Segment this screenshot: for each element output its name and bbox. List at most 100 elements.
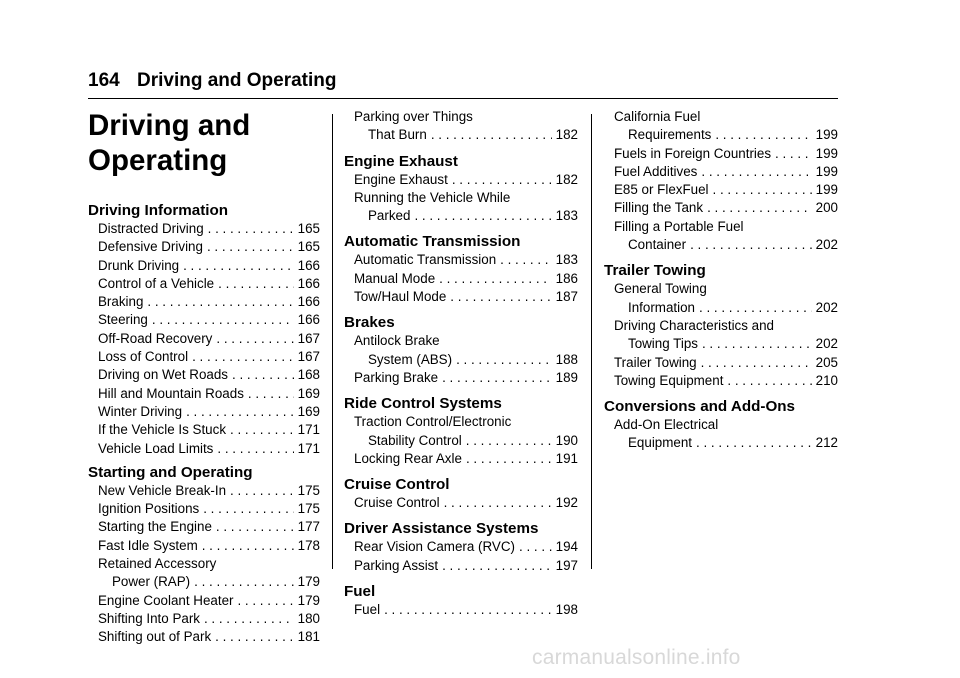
toc-entry-text: Running the Vehicle While: [354, 189, 511, 205]
dot-leader: [208, 220, 294, 238]
chapter-title-line-1: Driving and: [88, 109, 251, 142]
dot-leader: [237, 592, 293, 610]
dot-leader: [431, 126, 552, 144]
toc-entry: Driving on Wet Roads168: [88, 366, 320, 384]
dot-leader: [466, 450, 552, 468]
toc-page-number: 166: [297, 294, 320, 310]
toc-entry-text: Power (RAP): [112, 574, 191, 590]
dot-leader: [696, 434, 812, 452]
toc-entry: Engine Exhaust 182: [344, 171, 578, 189]
column-divider-1: [332, 114, 333, 569]
toc-entry-text: Engine Exhaust: [354, 171, 448, 187]
toc-entry-text: Defensive Driving: [98, 239, 203, 255]
dot-leader: [690, 236, 812, 254]
toc-entry-text: California Fuel: [614, 109, 701, 124]
toc-page-number: 191: [555, 450, 578, 466]
dot-leader: [444, 494, 552, 512]
toc-entry-text: Winter Driving: [98, 403, 183, 419]
toc-entry-text: Locking Rear Axle: [354, 450, 462, 466]
dot-leader: [147, 293, 293, 311]
dot-leader: [702, 335, 812, 353]
toc-page-number: 175: [297, 501, 320, 517]
toc-page-number: 188: [555, 351, 578, 367]
toc-entry: Drunk Driving 166: [88, 257, 320, 275]
toc-entry: Towing Tips202: [604, 335, 838, 353]
toc-entry: If the Vehicle Is Stuck 171: [88, 421, 320, 439]
toc-page-number: 200: [815, 200, 838, 216]
toc-page-number: 182: [555, 171, 578, 187]
toc-entry-text: Off-Road Recovery: [98, 330, 213, 346]
toc-page-number: 190: [555, 432, 578, 448]
toc-entry-text: Parked: [368, 208, 411, 224]
toc-entry-text: If the Vehicle Is Stuck: [98, 422, 227, 438]
toc-entry-text: Retained Accessory: [98, 556, 217, 572]
toc-entry: E85 or FlexFuel199: [604, 181, 838, 199]
toc-page-number: 194: [555, 539, 578, 555]
toc-column-1: Driving and Operating Driving Informatio…: [88, 108, 320, 647]
toc-page-number: 183: [555, 252, 578, 268]
header-title: Driving and Operating: [136, 70, 337, 91]
header-rule: [88, 98, 838, 100]
toc-entry: Vehicle Load Limits171: [88, 440, 320, 458]
toc-entry: Tow/Haul Mode187: [344, 288, 578, 306]
dot-leader: [216, 518, 294, 536]
toc-page-number: 212: [815, 435, 838, 451]
dot-leader: [384, 601, 552, 619]
dot-leader: [414, 207, 551, 225]
toc-entry-text: Add-On Electrical: [614, 417, 719, 433]
watermark: carmanualsonline.info: [532, 646, 741, 669]
toc-entry-text: Automatic Transmission: [354, 252, 497, 268]
toc-entry: Engine Coolant Heater179: [88, 592, 320, 610]
toc-page-number: 179: [297, 574, 320, 590]
section-title: Brakes: [344, 314, 395, 332]
dot-leader: [699, 299, 812, 317]
toc-page-number: 166: [297, 275, 320, 291]
toc-entry: Trailer Towing205: [604, 354, 838, 372]
toc-entry-text: Parking over Things: [354, 109, 473, 124]
section-title: Automatic Transmission: [344, 233, 521, 251]
toc-entry: Information202: [604, 299, 838, 317]
chapter-title: Driving and Operating: [88, 108, 320, 178]
dot-leader: [204, 610, 294, 628]
toc-entry-text: Filling the Tank: [614, 200, 704, 216]
dot-leader: [442, 369, 552, 387]
dot-leader: [203, 500, 293, 518]
toc-column-3: California FuelRequirements199Fuels in F…: [604, 108, 838, 453]
toc-entry-text: Drunk Driving: [98, 257, 180, 273]
toc-entry: Fuel198: [344, 601, 578, 619]
toc-entry-text: Driving Characteristics and: [614, 317, 775, 333]
toc-page-number: 182: [555, 127, 578, 143]
toc-page-number: 166: [297, 257, 320, 273]
toc-entry: Starting the Engine177: [88, 518, 320, 536]
toc-entry-text: General Towing: [614, 281, 707, 297]
toc-page-number: 181: [297, 629, 320, 645]
dot-leader: [230, 421, 294, 439]
dot-leader: [152, 311, 294, 329]
toc-entry: Control of a Vehicle166: [88, 275, 320, 293]
toc-entry-text: Fuel Additives: [614, 163, 698, 179]
toc-page-number: 183: [555, 208, 578, 224]
dot-leader: [466, 432, 552, 450]
toc-page-number: 171: [297, 422, 320, 438]
dot-leader: [456, 351, 552, 369]
toc-entry: Steering166: [88, 311, 320, 329]
dot-leader: [450, 288, 551, 306]
section-title: Ride Control Systems: [344, 395, 502, 413]
toc-entry: Locking Rear Axle 191: [344, 450, 578, 468]
toc-entry-text: Manual Mode: [354, 270, 436, 286]
toc-entry-text: System (ABS): [368, 351, 453, 367]
section-title: Cruise Control: [344, 476, 450, 494]
toc-entry: Cruise Control192: [344, 494, 578, 512]
toc-entry-text: Distracted Driving: [98, 221, 204, 236]
toc-page-number: 202: [815, 237, 838, 253]
toc-entry: Parking Assist197: [344, 557, 578, 575]
toc-page-number: 177: [297, 519, 320, 535]
dot-leader: [452, 171, 552, 189]
toc-entry: Filling the Tank 200: [604, 199, 838, 217]
toc-entry-text: Fast Idle System: [98, 537, 198, 553]
toc-entry-text: Cruise Control: [354, 495, 440, 511]
